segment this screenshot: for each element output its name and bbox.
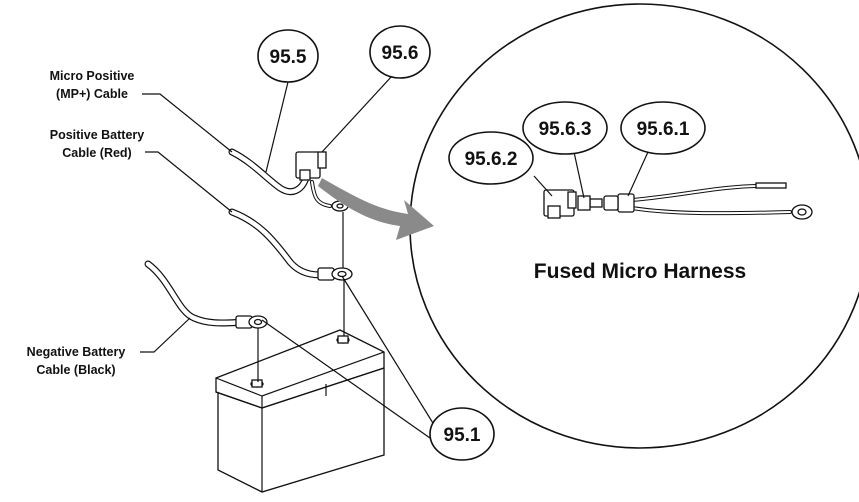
callout-95-6: 95.6 [321, 25, 431, 153]
label-neg-line1: Negative Battery [27, 345, 126, 359]
negative-cable [144, 260, 268, 382]
detail-circle [409, 3, 859, 449]
callout-95-6-3-text: 95.6.3 [539, 119, 592, 140]
positive-post [336, 335, 350, 344]
callout-95-6-1: 95.6.1 [620, 101, 706, 197]
label-neg-line2: Cable (Black) [36, 363, 115, 377]
callout-95-5: 95.5 [257, 29, 319, 173]
label-pos-line2: Cable (Red) [62, 146, 131, 160]
callout-95-1: 95.1 [261, 275, 495, 461]
callout-95-6-2-text: 95.6.2 [465, 149, 518, 170]
detail-arrow [318, 178, 434, 240]
label-mp-line2: (MP+) Cable [56, 87, 128, 101]
label-mp-line1: Micro Positive [50, 69, 135, 83]
mp-cable [228, 148, 349, 268]
positive-cable [228, 208, 353, 336]
battery [215, 329, 385, 493]
label-mp-cable: Micro Positive (MP+) Cable [50, 69, 233, 153]
label-pos-line1: Positive Battery [50, 128, 145, 142]
negative-post [250, 379, 264, 388]
label-negative-cable: Negative Battery Cable (Black) [27, 317, 191, 377]
callout-95-6-3: 95.6.3 [522, 101, 608, 199]
callout-95-6-1-text: 95.6.1 [637, 119, 690, 140]
callout-95-6-2: 95.6.2 [448, 131, 553, 197]
callout-95-5-text: 95.5 [270, 47, 307, 68]
label-positive-cable: Positive Battery Cable (Red) [50, 128, 233, 213]
harness-title: Fused Micro Harness [534, 260, 746, 283]
callout-95-1-text: 95.1 [444, 425, 481, 446]
callout-95-6-text: 95.6 [382, 43, 419, 64]
fused-micro-harness [543, 182, 813, 220]
